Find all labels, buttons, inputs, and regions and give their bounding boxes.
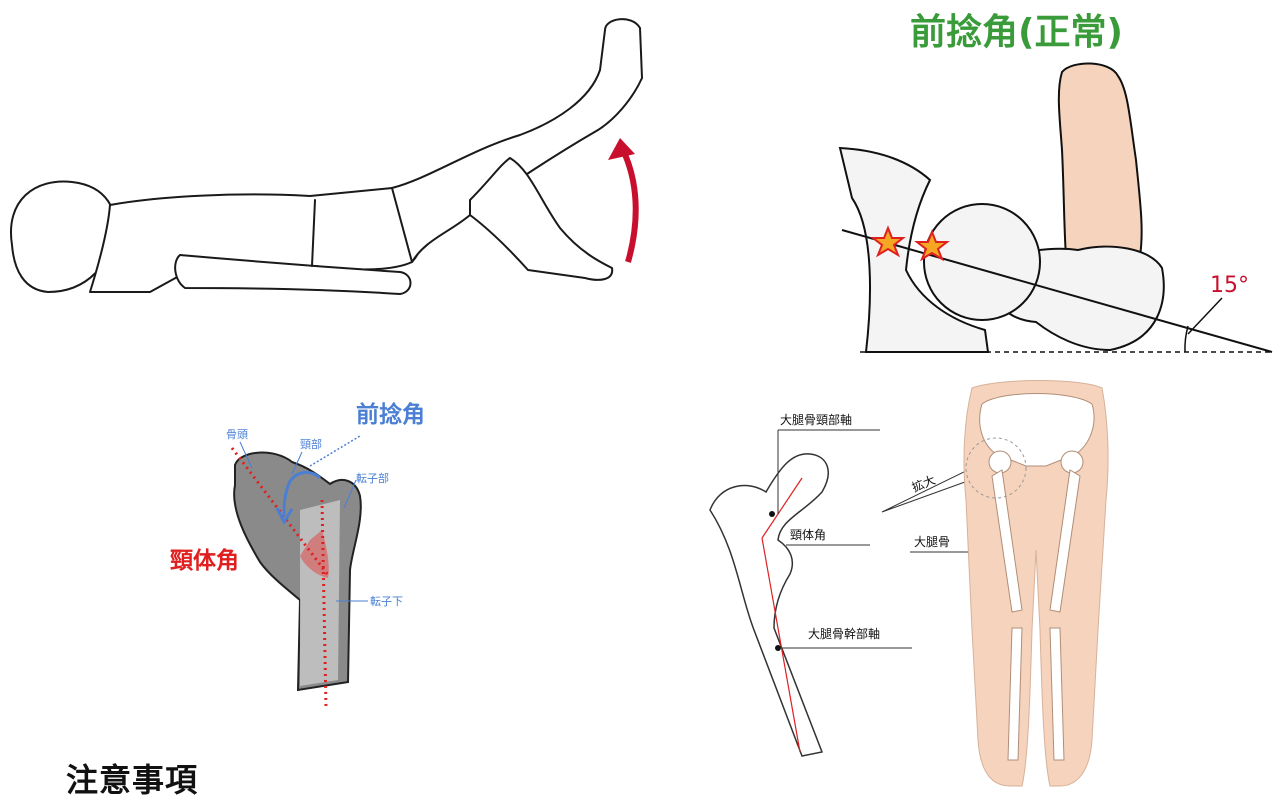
- angle-leader: [1188, 298, 1222, 334]
- anteversion-title: 前捻角(正常): [910, 12, 1123, 53]
- neck-shaft-angle-label-2: 頸体角: [790, 528, 826, 542]
- head-label: 骨頭: [226, 428, 248, 441]
- foot-outline: [1059, 63, 1142, 256]
- bent-knee-outline: [470, 158, 612, 280]
- trochanter-label: 転子部: [356, 471, 389, 485]
- shaft-axis-label: 大腿骨幹部軸: [808, 626, 880, 641]
- cautions-heading: 注意事項: [66, 755, 198, 801]
- proximal-femur-panel: 前捻角 頸体角 骨頭 頸部 転子部 転子下: [160, 390, 460, 720]
- proximal-femur-diagram: 前捻角 頸体角 骨頭 頸部 転子部 転子下: [160, 390, 460, 720]
- angle-value-label: 15°: [1210, 273, 1249, 298]
- neck-axis-label: 大腿骨頸部軸: [780, 412, 852, 427]
- anteversion-label: 前捻角: [356, 401, 425, 428]
- anteversion-diagram: 前捻角(正常) 15°: [810, 0, 1276, 370]
- leg-raise-illustration: [0, 0, 660, 300]
- femur-skeleton-diagram: 大腿骨頸部軸 頸体角 大腿骨幹部軸 拡大 大腿骨: [700, 380, 1276, 793]
- subtrochanter-label: 転子下: [370, 595, 403, 608]
- femur-highlight: [300, 500, 340, 686]
- anteversion-normal-panel: 前捻角(正常) 15°: [810, 0, 1276, 370]
- femoral-head: [924, 204, 1040, 320]
- leg-raise-drawing: [0, 0, 660, 300]
- angle-arc: [1185, 326, 1188, 352]
- neck-shaft-angle-label: 頸体角: [170, 547, 239, 574]
- femur-outline-drawing: [710, 454, 828, 756]
- femur-label: 大腿骨: [914, 535, 950, 549]
- femur-axes-skeleton-panel: 大腿骨頸部軸 頸体角 大腿骨幹部軸 拡大 大腿骨: [700, 380, 1276, 793]
- neck-label: 頸部: [300, 437, 322, 451]
- femur-bone-shape: [234, 453, 361, 690]
- shaft-axis-red: [762, 538, 800, 752]
- lift-arrow: [608, 138, 636, 262]
